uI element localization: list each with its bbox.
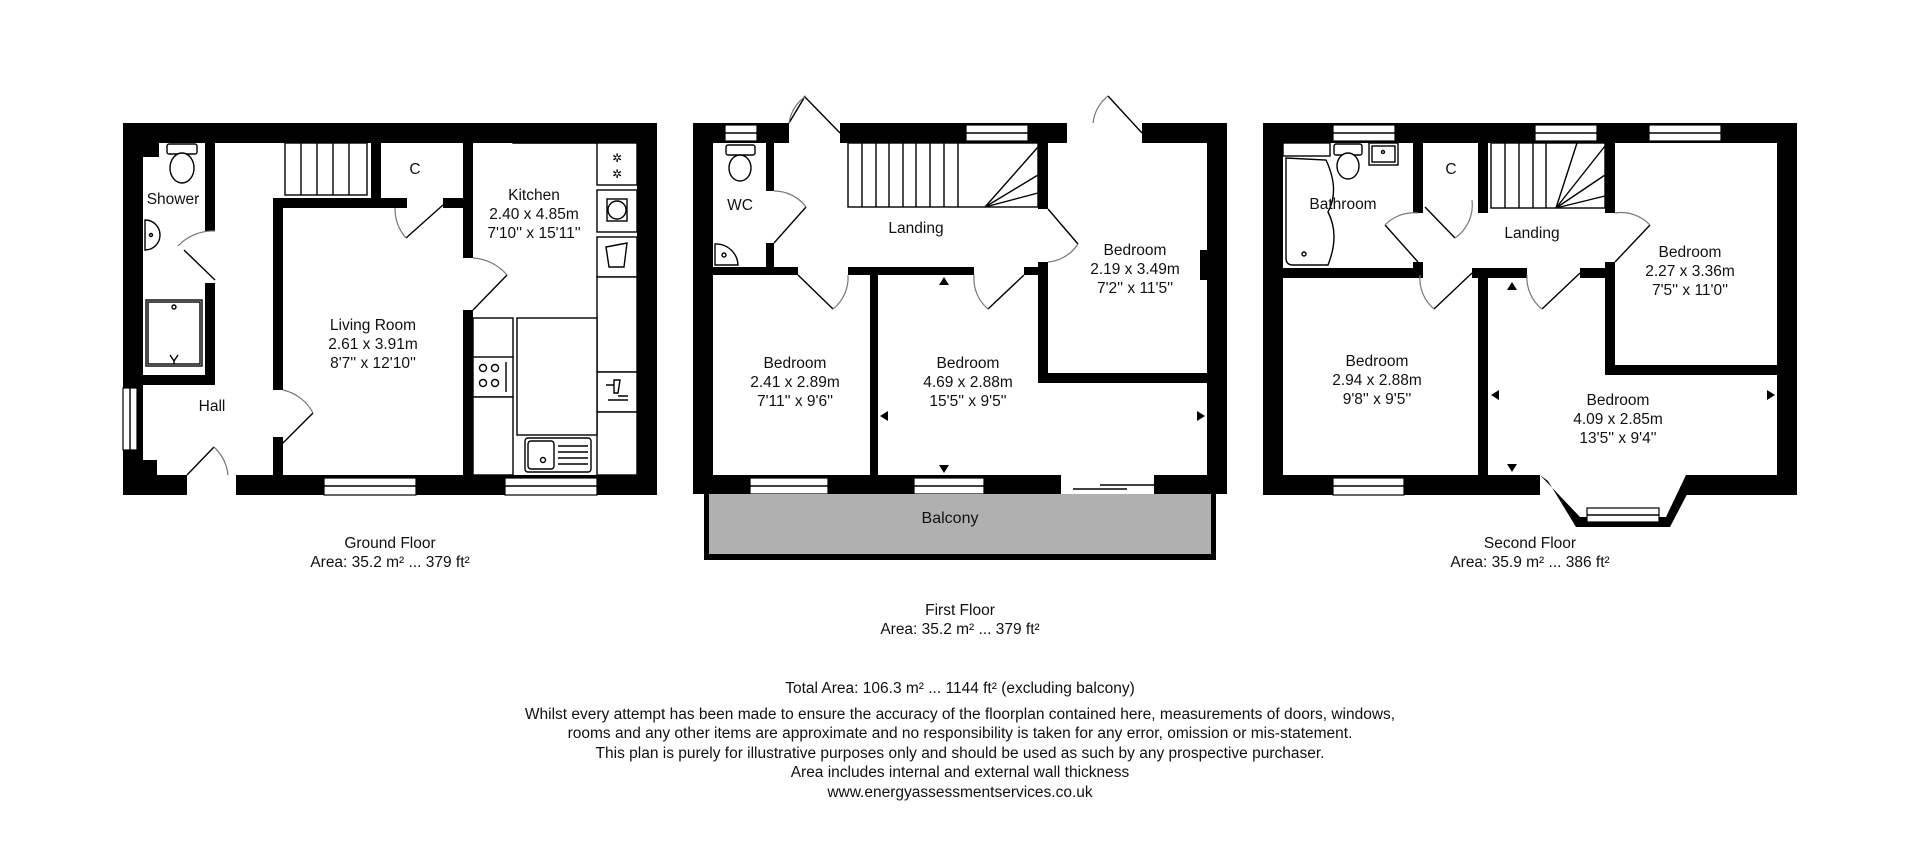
fridge-freezer-icon: ✲ ✲ bbox=[596, 142, 638, 186]
door bbox=[1092, 95, 1143, 134]
room-label-bedroom-rear: Bedroom 2.27 x 3.36m 7'5'' x 11'0'' bbox=[1645, 244, 1735, 299]
disclaimer-line: rooms and any other items are approximat… bbox=[567, 725, 1353, 743]
shower-tray-icon bbox=[145, 299, 203, 367]
footer: Total Area: 106.3 m² ... 1144 ft² (exclu… bbox=[525, 679, 1395, 803]
room-label-shower: Shower bbox=[146, 191, 200, 208]
door bbox=[797, 274, 849, 310]
room-label-cupboard: C bbox=[1445, 161, 1457, 178]
floor-area: Area: 35.9 m² ... 386 ft² bbox=[1450, 554, 1610, 571]
toilet-icon bbox=[1333, 143, 1363, 180]
floor-caption-ground: Ground Floor Area: 35.2 m² ... 379 ft² bbox=[310, 534, 469, 572]
door bbox=[973, 274, 1025, 310]
room-label-bedroom-front: Bedroom 4.09 x 2.85m 13'5'' x 9'4'' bbox=[1573, 392, 1663, 447]
disclaimer-line: Whilst every attempt has been made to en… bbox=[524, 705, 1396, 723]
room-label-balcony: Balcony bbox=[921, 510, 979, 527]
door bbox=[788, 95, 841, 134]
bay-window-icon bbox=[1540, 475, 1694, 527]
staircase-icon bbox=[284, 142, 368, 196]
room-label-landing: Landing bbox=[1504, 225, 1560, 242]
floor-area: Area: 35.2 m² ... 379 ft² bbox=[310, 554, 470, 571]
floor-name: Second Floor bbox=[1483, 535, 1577, 552]
door bbox=[1526, 272, 1581, 310]
door bbox=[177, 230, 216, 281]
room-label-cupboard: C bbox=[409, 161, 421, 178]
disclaimer-line: This plan is purely for illustrative pur… bbox=[595, 744, 1325, 762]
total-area: Total Area: 106.3 m² ... 1144 ft² (exclu… bbox=[785, 680, 1135, 697]
washing-machine-icon bbox=[596, 189, 638, 233]
ground-floor-plan: ✲ ✲ bbox=[122, 123, 657, 496]
door bbox=[1047, 208, 1079, 263]
floor-caption-second: Second Floor Area: 35.9 m² ... 386 ft² bbox=[1450, 534, 1609, 572]
first-floor-plan: ↔ bbox=[693, 95, 1227, 560]
room-label-living-room: Living Room 2.61 x 3.91m 8'7'' x 12'10'' bbox=[328, 317, 418, 372]
door bbox=[1424, 199, 1473, 239]
room-label-bedroom-left: Bedroom 2.41 x 2.89m 7'11'' x 9'6'' bbox=[750, 355, 840, 410]
toilet-icon bbox=[166, 143, 198, 184]
door bbox=[1614, 211, 1651, 263]
tumble-dryer-icon bbox=[596, 236, 638, 278]
room-label-wc: WC bbox=[727, 197, 753, 214]
door bbox=[394, 204, 444, 239]
floor-name: Ground Floor bbox=[344, 535, 436, 552]
room-label-bedroom-rear: Bedroom 2.19 x 3.49m 7'2'' x 11'5'' bbox=[1090, 242, 1180, 297]
door bbox=[282, 389, 314, 444]
staircase-icon bbox=[847, 142, 1039, 208]
hob-icon bbox=[472, 356, 514, 398]
door bbox=[472, 257, 508, 311]
balcony bbox=[704, 494, 1216, 560]
door bbox=[773, 190, 807, 244]
floor-name: First Floor bbox=[925, 602, 995, 619]
basin-icon bbox=[144, 219, 161, 251]
door bbox=[1384, 212, 1419, 263]
room-label-bathroom: Bathroom bbox=[1309, 196, 1377, 213]
room-label-landing: Landing bbox=[888, 220, 944, 237]
sink-icon bbox=[524, 437, 592, 473]
dishwasher-icon bbox=[596, 371, 638, 413]
room-label-bedroom-main: Bedroom 4.69 x 2.88m 15'5'' x 9'5'' bbox=[923, 355, 1013, 410]
floor-caption-first: First Floor Area: 35.2 m² ... 379 ft² bbox=[880, 601, 1039, 639]
front-door bbox=[186, 446, 229, 476]
staircase-icon bbox=[1490, 142, 1606, 209]
room-label-kitchen: Kitchen 2.40 x 4.85m 7'10'' x 15'11'' bbox=[487, 187, 581, 242]
bath-icon bbox=[1282, 142, 1335, 266]
room-label-bedroom-left: Bedroom 2.94 x 2.88m 9'8'' x 9'5'' bbox=[1332, 353, 1422, 408]
svg-text:✲: ✲ bbox=[612, 167, 622, 181]
corner-basin-icon bbox=[714, 243, 739, 266]
door bbox=[1419, 272, 1473, 310]
toilet-icon bbox=[725, 144, 756, 182]
basin-icon bbox=[1368, 142, 1399, 166]
room-label-hall: Hall bbox=[198, 398, 226, 415]
svg-text:✲: ✲ bbox=[612, 151, 622, 165]
disclaimer-line: Area includes internal and external wall… bbox=[790, 764, 1130, 782]
second-floor-plan bbox=[1263, 123, 1797, 527]
floor-area: Area: 35.2 m² ... 379 ft² bbox=[880, 621, 1040, 638]
website-link[interactable]: www.energyassessmentservices.co.uk bbox=[827, 783, 1093, 801]
